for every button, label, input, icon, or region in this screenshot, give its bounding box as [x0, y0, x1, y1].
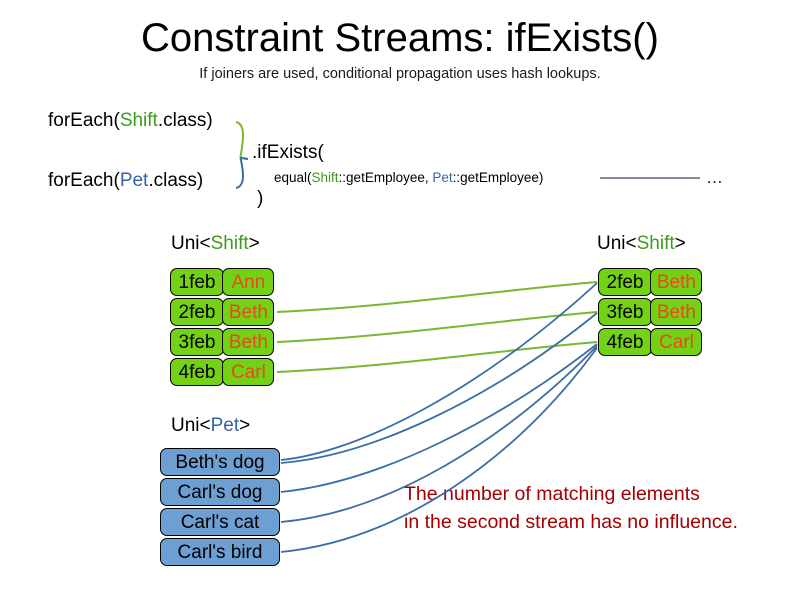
page-title: Constraint Streams: ifExists() — [141, 16, 659, 60]
code-ellipsis: … — [706, 168, 724, 187]
code-equal-left-type: Shift — [311, 170, 339, 185]
shift-date-cell: 2feb — [170, 298, 224, 326]
code-ifexists: .ifExists( — [252, 142, 324, 163]
wire-blue-bethsdog-3feb — [280, 312, 598, 464]
shift-date-cell: 1feb — [170, 268, 224, 296]
annotation-note: The number of matching elements in the s… — [404, 480, 738, 537]
shift-employee-cell: Ann — [222, 268, 275, 296]
shift-date-cell: 4feb — [170, 358, 224, 386]
label-pet-prefix: Uni< — [171, 415, 211, 436]
pet-name-cell: Beth's dog — [160, 448, 280, 476]
label-left-suffix: > — [248, 233, 260, 254]
shift-employee-cell: Beth — [222, 328, 275, 356]
list-item[interactable]: Carl's cat — [160, 508, 280, 536]
label-right-suffix: > — [674, 233, 686, 254]
annotation-line-2: in the second stream has no influence. — [404, 511, 738, 534]
shift-date-cell: 2feb — [598, 268, 652, 296]
label-left-shift-stream: Uni<Shift> — [171, 233, 260, 255]
page-subtitle: If joiners are used, conditional propaga… — [199, 66, 601, 82]
brace-green-icon — [235, 121, 249, 160]
pet-name-cell: Carl's bird — [160, 538, 280, 566]
code-equal-prefix: equal( — [274, 170, 312, 185]
code-foreach-shift: forEach(Shift.class) — [48, 110, 213, 132]
code-foreach-shift-prefix: forEach( — [48, 110, 120, 131]
code-foreach-shift-type: Shift — [119, 110, 158, 131]
table-row[interactable]: 3feb Beth — [598, 298, 703, 326]
label-left-type: Shift — [210, 233, 249, 254]
table-row[interactable]: 1feb Ann — [170, 268, 275, 296]
list-item[interactable]: Beth's dog — [160, 448, 280, 476]
code-foreach-shift-suffix: .class) — [157, 110, 213, 131]
table-row[interactable]: 2feb Beth — [170, 298, 275, 326]
list-item[interactable]: Carl's bird — [160, 538, 280, 566]
shift-employee-cell: Beth — [650, 298, 703, 326]
shift-date-cell: 3feb — [598, 298, 652, 326]
pet-name-cell: Carl's dog — [160, 478, 280, 506]
wire-green-3feb — [276, 311, 598, 343]
annotation-line-1: The number of matching elements — [404, 483, 700, 505]
list-item[interactable]: Carl's dog — [160, 478, 280, 506]
code-equal-right-type: Pet — [432, 170, 453, 185]
code-equal-right-method: ::getEmployee) — [452, 170, 544, 185]
label-pet-stream: Uni<Pet> — [171, 415, 250, 437]
label-pet-suffix: > — [239, 415, 251, 436]
wire-green-2feb — [276, 281, 598, 313]
table-row[interactable]: 3feb Beth — [170, 328, 275, 356]
shift-employee-cell: Carl — [222, 358, 275, 386]
label-right-type: Shift — [636, 233, 675, 254]
label-right-shift-stream: Uni<Shift> — [597, 233, 686, 255]
shift-employee-cell: Carl — [650, 328, 703, 356]
pet-name-cell: Carl's cat — [160, 508, 280, 536]
label-pet-type: Pet — [210, 415, 240, 436]
brace-blue-icon — [235, 157, 249, 189]
code-foreach-pet: forEach(Pet.class) — [48, 170, 203, 192]
code-foreach-pet-type: Pet — [119, 170, 149, 191]
table-row[interactable]: 4feb Carl — [598, 328, 703, 356]
code-equal-joiner: equal(Shift::getEmployee, Pet::getEmploy… — [274, 170, 543, 185]
table-row[interactable]: 2feb Beth — [598, 268, 703, 296]
code-close-paren: ) — [257, 188, 264, 209]
code-foreach-pet-prefix: forEach( — [48, 170, 120, 191]
shift-date-cell: 3feb — [170, 328, 224, 356]
wire-blue-bethsdog-2feb — [280, 282, 598, 461]
shift-date-cell: 4feb — [598, 328, 652, 356]
label-right-prefix: Uni< — [597, 233, 637, 254]
label-left-prefix: Uni< — [171, 233, 211, 254]
shift-employee-cell: Beth — [650, 268, 703, 296]
table-row[interactable]: 4feb Carl — [170, 358, 275, 386]
shift-employee-cell: Beth — [222, 298, 275, 326]
code-foreach-pet-suffix: .class) — [148, 170, 204, 191]
wire-blue-carlsdog-4feb — [280, 343, 598, 493]
wire-green-4feb — [276, 341, 598, 373]
code-equal-left-method: ::getEmployee, — [338, 170, 433, 185]
